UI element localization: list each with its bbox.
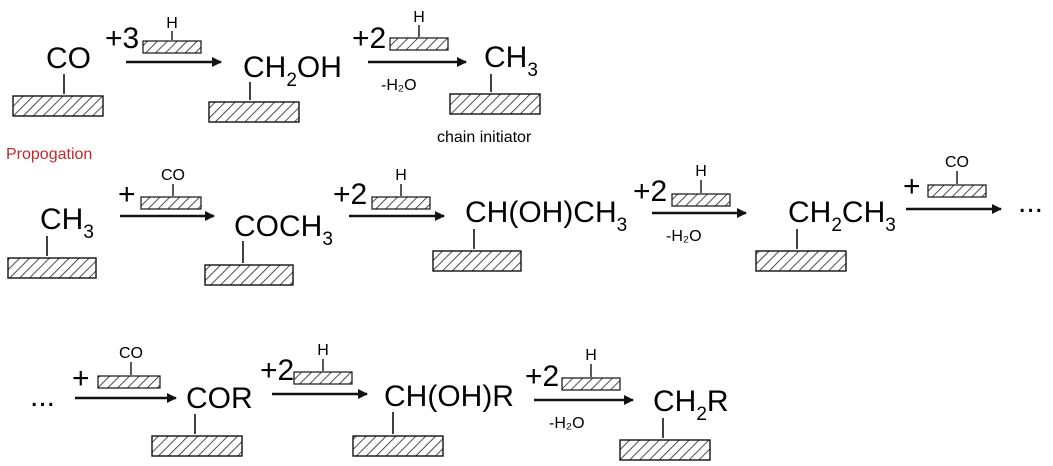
catalyst-surface	[449, 93, 541, 115]
adsorbate-label: H	[585, 347, 597, 364]
catalyst-surface	[7, 257, 97, 279]
species-cor-adsorbed: COR	[151, 382, 253, 457]
propagation-heading: Propogation	[6, 146, 92, 163]
coefficient-label: +2	[260, 354, 294, 387]
coefficient-label: +	[118, 178, 136, 211]
byproduct-label: -H₂O	[666, 228, 702, 245]
reaction-step-6: + CO	[903, 154, 1002, 214]
chain-initiator-caption: chain initiator	[437, 129, 532, 146]
species-ch2ch3-adsorbed: CH2CH3	[755, 196, 896, 272]
species-label: COCH3	[234, 210, 333, 250]
species-ch3-adsorbed: CH3	[449, 41, 541, 115]
catalyst-surface	[142, 40, 202, 54]
species-label: CH2R	[653, 385, 729, 425]
species-label: CH(OH)R	[384, 380, 514, 413]
catalyst-surface	[671, 193, 731, 207]
species-label: CH2OH	[243, 51, 342, 91]
species-co-adsorbed: CO	[12, 42, 104, 117]
catalyst-surface	[97, 375, 161, 389]
catalyst-surface	[352, 435, 444, 457]
coefficient-label: +2	[633, 175, 667, 208]
species-choh-r-adsorbed: CH(OH)R	[352, 380, 514, 457]
adsorbate-label: H	[395, 167, 407, 184]
species-label: CH2CH3	[788, 196, 896, 236]
catalyst-surface	[12, 95, 104, 117]
adsorbate-label: CO	[945, 154, 969, 171]
continuation-ellipsis: ...	[1018, 186, 1043, 219]
catalyst-surface	[208, 101, 300, 123]
species-choh-ch3-adsorbed: CH(OH)CH3	[432, 196, 627, 272]
species-label: CH3	[40, 203, 94, 243]
leading-ellipsis: ...	[30, 380, 55, 413]
adsorbate-label: CO	[161, 167, 185, 184]
species-coch3-adsorbed: COCH3	[204, 210, 333, 286]
reaction-step-5: +2 H -H₂O	[633, 163, 747, 245]
byproduct-label: -H₂O	[381, 77, 417, 94]
catalyst-surface	[389, 37, 449, 51]
reaction-step-8: +2 H	[260, 342, 368, 399]
catalyst-surface	[755, 250, 847, 272]
catalyst-surface	[927, 184, 987, 198]
reaction-step-2: +2 H -H₂O	[352, 9, 467, 94]
coefficient-label: +2	[333, 178, 367, 211]
adsorbate-label: H	[413, 9, 425, 26]
catalyst-surface	[561, 377, 621, 391]
adsorbate-label: CO	[119, 345, 143, 362]
coefficient-label: +2	[352, 22, 386, 55]
adsorbate-label: H	[695, 163, 707, 180]
species-ch2oh-adsorbed: CH2OH	[208, 51, 342, 123]
species-label: CH3	[484, 41, 538, 81]
coefficient-label: +	[72, 362, 90, 395]
catalyst-surface	[432, 250, 522, 272]
catalyst-surface	[293, 371, 353, 385]
byproduct-label: -H₂O	[549, 415, 585, 432]
species-label: CO	[46, 42, 91, 75]
adsorbate-label: H	[166, 15, 178, 32]
reaction-step-3: + CO	[118, 167, 215, 221]
catalyst-surface	[151, 435, 243, 457]
reaction-step-1: +3 H	[105, 15, 222, 67]
catalyst-surface	[371, 196, 431, 210]
coefficient-label: +2	[525, 360, 559, 393]
species-ch2r-adsorbed: CH2R	[619, 385, 729, 461]
catalyst-surface	[204, 264, 294, 286]
species-label: CH(OH)CH3	[465, 196, 627, 236]
reaction-step-4: +2 H	[333, 167, 445, 221]
reaction-step-7: + CO	[72, 345, 177, 403]
species-ch3-adsorbed-propagation: CH3	[7, 203, 97, 279]
catalyst-surface	[140, 196, 202, 210]
reaction-step-9: +2 H -H₂O	[525, 347, 634, 432]
species-label: COR	[186, 382, 253, 415]
catalyst-surface	[619, 439, 711, 461]
adsorbate-label: H	[317, 342, 329, 359]
coefficient-label: +3	[105, 22, 139, 55]
coefficient-label: +	[903, 170, 921, 203]
